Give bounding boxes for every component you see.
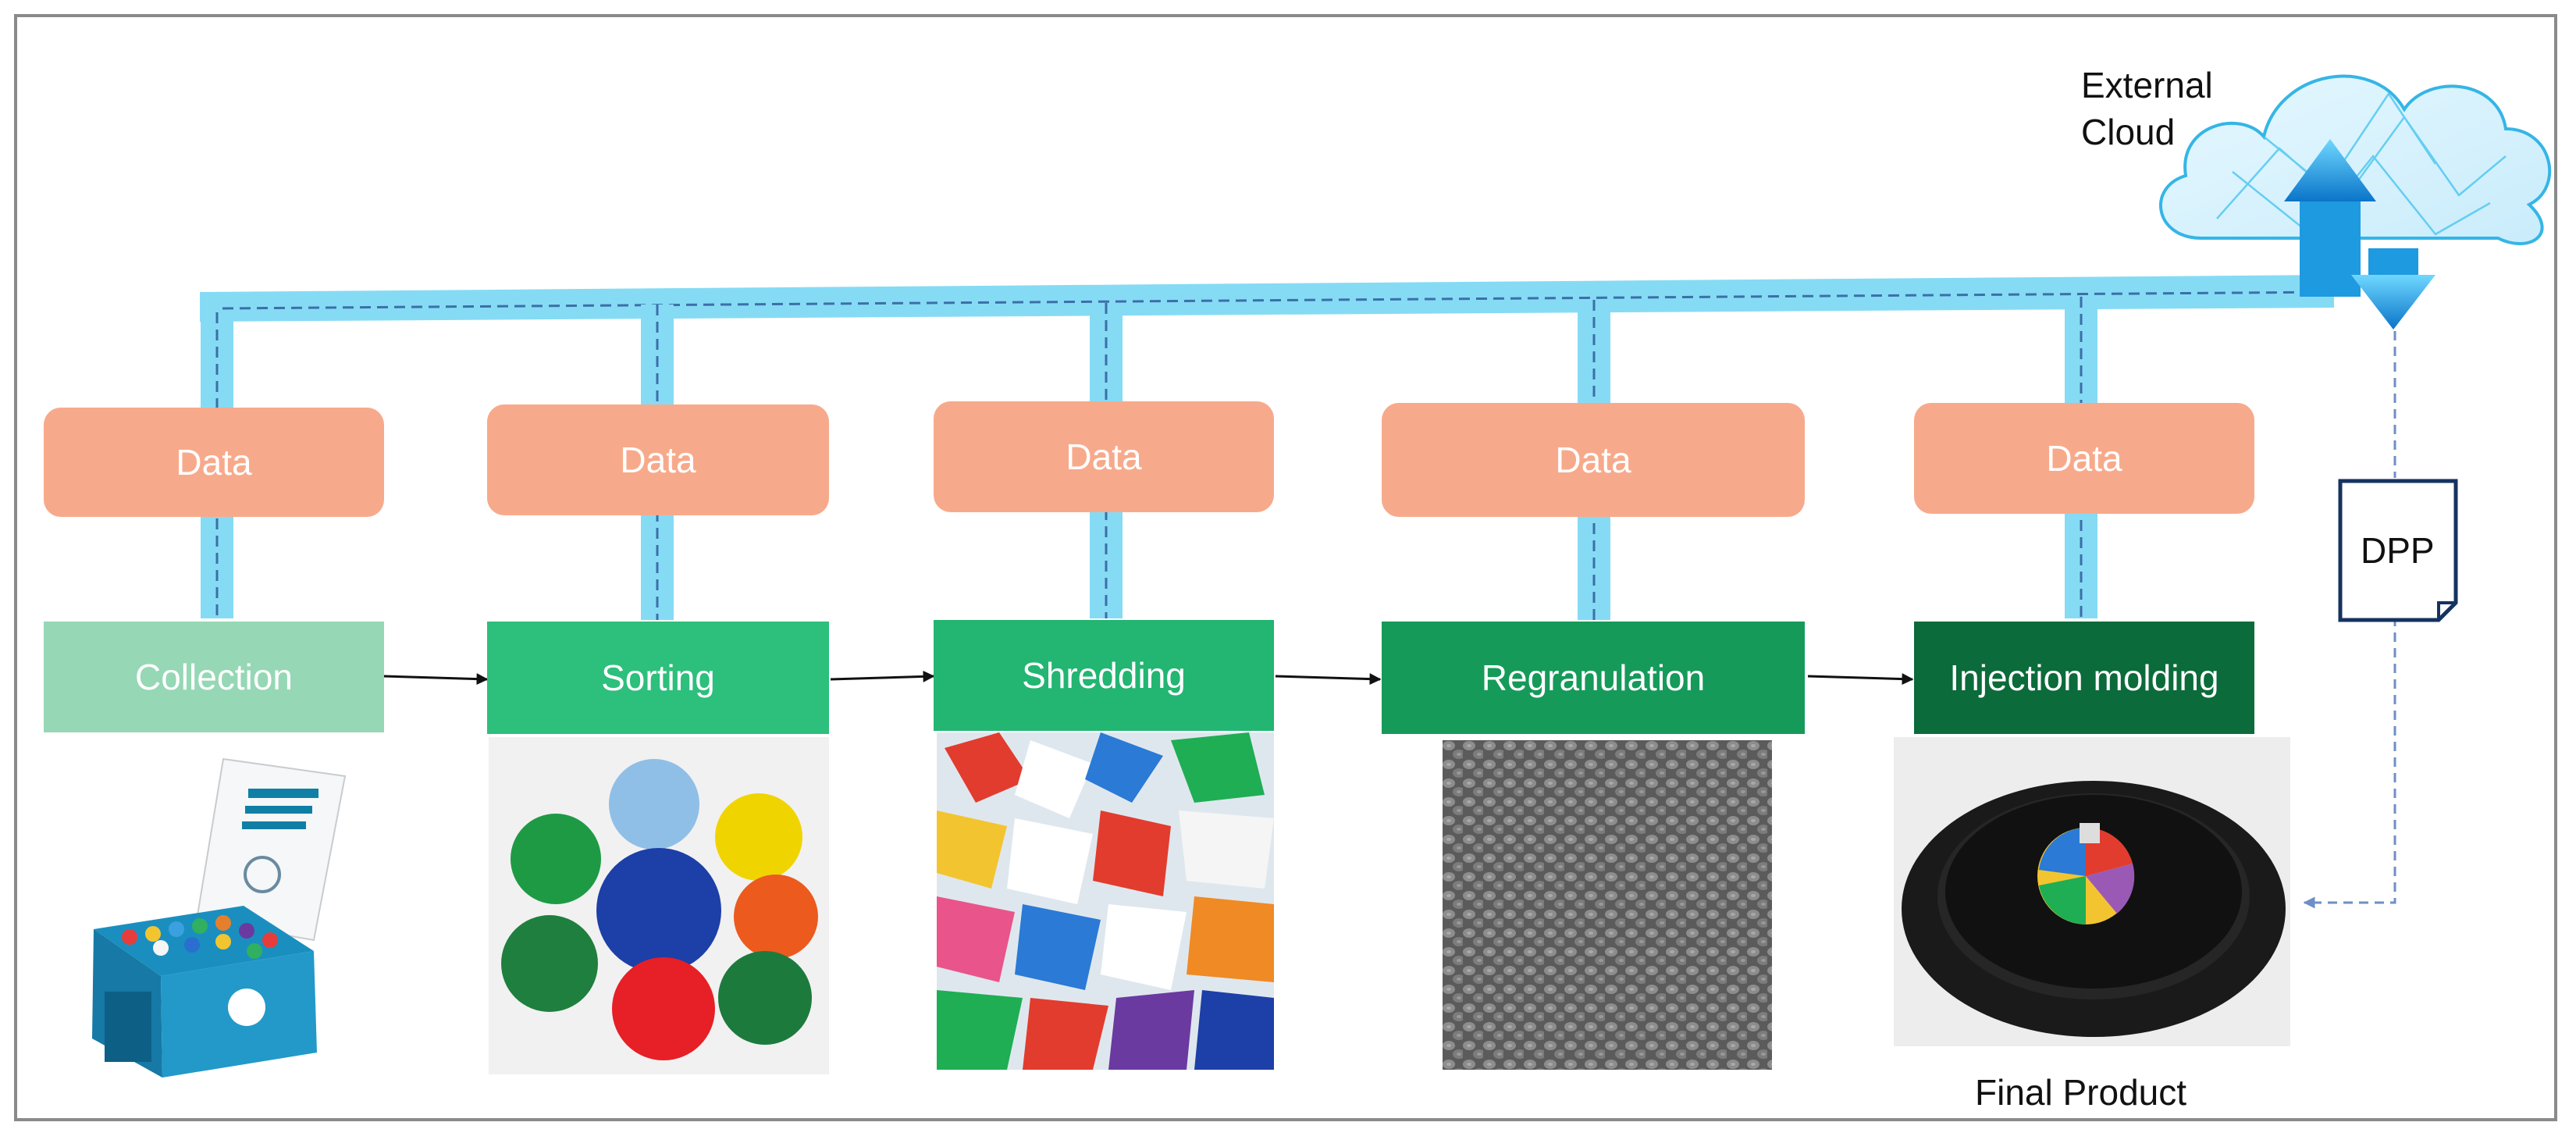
diagram-frame [14,14,2557,1121]
document-label: DPP [2361,530,2435,571]
bottle-caps-photo [489,737,829,1074]
dpp-return-path [2303,331,2396,909]
document-icon [2338,479,2458,622]
data-box-injection-molding: Data [1914,403,2254,514]
final-product-label: Final Product [1975,1072,2187,1113]
stage-shredding: Shredding [934,620,1274,731]
collection-box-photo [83,750,356,1093]
cloud-download-arrow-icon [2351,248,2435,330]
cloud-upload-arrow-icon [2284,139,2376,297]
data-bus [200,187,2339,322]
process-flow-arrows [383,670,1914,686]
stage-regranulation: Regranulation [1382,622,1805,734]
cloud-label: External Cloud [2081,65,2213,152]
data-box-collection: Data [44,408,384,517]
stage-sorting: Sorting [487,622,829,734]
granules-photo [1443,740,1772,1070]
cloud-icon [2158,74,2551,246]
final-product-photo [1894,737,2290,1046]
data-box-sorting: Data [487,404,829,515]
stage-collection: Collection [44,622,384,732]
stage-injection-molding: Injection molding [1914,622,2254,734]
data-box-regranulation: Data [1382,403,1805,517]
data-box-shredding: Data [934,401,1274,512]
plastic-flakes-photo [937,732,1274,1070]
